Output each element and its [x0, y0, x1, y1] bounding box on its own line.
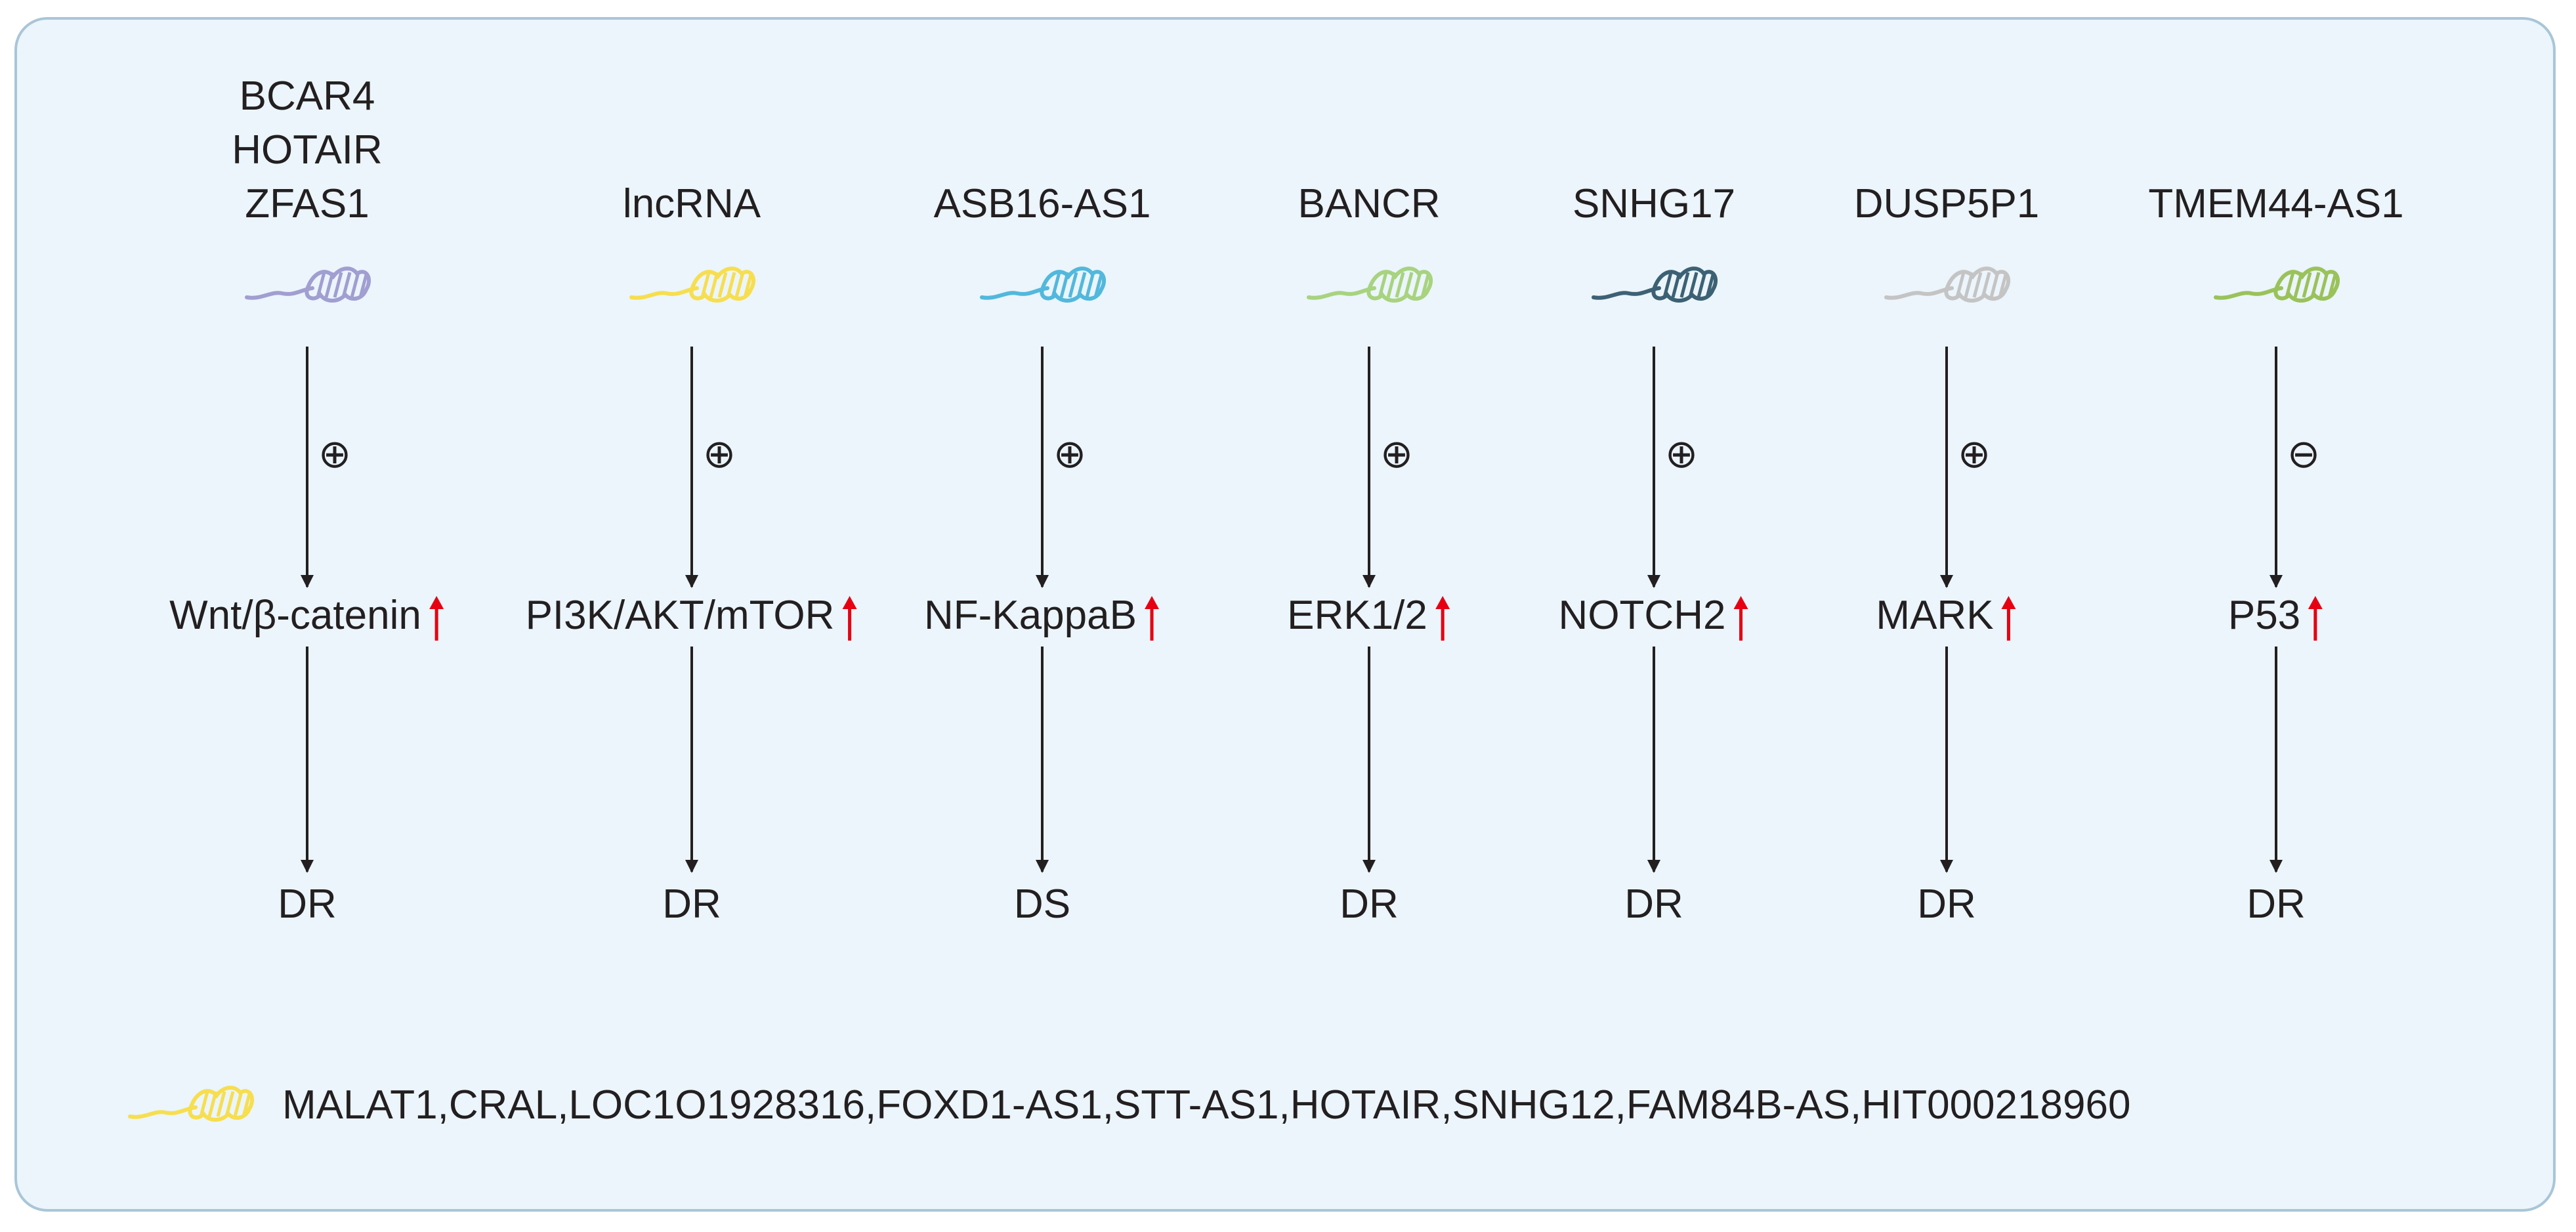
regulation-sign: ⊕ — [1380, 432, 1414, 476]
up-arrow-icon — [842, 595, 857, 641]
lncrna-icon — [629, 266, 755, 303]
lncrna-icon — [2214, 266, 2340, 303]
lncrna-icon — [128, 1086, 254, 1122]
regulation-sign: ⊕ — [318, 432, 352, 476]
pathway-label: NOTCH2 — [1559, 589, 1750, 642]
lncrna-icon — [1592, 266, 1718, 303]
lncrna-name: SNHG17 — [1572, 181, 1736, 226]
outcome-label: DR — [278, 882, 337, 927]
regulation-sign: ⊖ — [2287, 432, 2321, 476]
regulation-sign: ⊕ — [1664, 432, 1699, 476]
lncrna-name-stack: lncRNA — [623, 177, 761, 231]
pathway-label: PI3K/AKT/mTOR — [526, 589, 858, 642]
lncrna-icon — [245, 266, 371, 303]
lncrna-name: ZFAS1 — [245, 181, 370, 226]
lncrna-name-stack: DUSP5P1 — [1854, 177, 2040, 231]
pathway-name: P53 — [2228, 593, 2301, 638]
up-arrow-icon — [1435, 595, 1450, 641]
outcome-label: DR — [1340, 882, 1399, 927]
lncrna-icon — [1307, 266, 1433, 303]
lncrna-name-stack: TMEM44-AS1 — [2148, 177, 2403, 231]
lncrna-name-stack: SNHG17 — [1573, 177, 1735, 231]
pathway-label: MARK — [1876, 589, 2017, 642]
pathway-label: ERK1/2 — [1287, 589, 1451, 642]
lncrna-name: BANCR — [1298, 181, 1441, 226]
legend: MALAT1,CRAL,LOC1O1928316,FOXD1-AS1,STT-A… — [125, 1069, 2130, 1141]
outcome-label: DR — [662, 882, 721, 927]
pathway-label: P53 — [2228, 589, 2324, 642]
lncrna-name-stack: ASB16-AS1 — [934, 177, 1151, 231]
lncrna-name: HOTAIR — [232, 127, 383, 173]
pathway-name: NOTCH2 — [1558, 593, 1726, 638]
legend-text: MALAT1,CRAL,LOC1O1928316,FOXD1-AS1,STT-A… — [282, 1082, 2131, 1128]
outcome-label: DS — [1013, 882, 1071, 927]
up-arrow-icon — [1144, 595, 1159, 641]
lncrna-name: DUSP5P1 — [1853, 181, 2040, 226]
outcome-label: DR — [2247, 882, 2306, 927]
pathway-name: MARK — [1876, 593, 1994, 638]
outcome-label: DR — [1624, 882, 1683, 927]
regulation-sign: ⊕ — [1957, 432, 1991, 476]
up-arrow-icon — [1733, 595, 1748, 641]
up-arrow-icon — [2308, 595, 2323, 641]
pathway-name: PI3K/AKT/mTOR — [525, 593, 835, 638]
up-arrow-icon — [2001, 595, 2016, 641]
lncrna-name: ASB16-AS1 — [933, 181, 1151, 226]
pathway-name: Wnt/β-catenin — [169, 593, 421, 638]
lncrna-name-stack: BANCR — [1298, 177, 1440, 231]
lncrna-name: TMEM44-AS1 — [2148, 181, 2404, 226]
pathway-label: Wnt/β-catenin — [169, 589, 445, 642]
lncrna-name: lncRNA — [622, 181, 761, 226]
regulation-sign: ⊕ — [1053, 432, 1087, 476]
regulation-sign: ⊕ — [702, 432, 736, 476]
pathway-name: ERK1/2 — [1287, 593, 1427, 638]
pathway-label: NF-KappaB — [924, 589, 1160, 642]
up-arrow-icon — [429, 595, 444, 641]
pathway-name: NF-KappaB — [924, 593, 1137, 638]
outcome-label: DR — [1917, 882, 1976, 927]
lncrna-name: BCAR4 — [239, 74, 375, 119]
lncrna-icon — [980, 266, 1106, 303]
lncrna-icon — [1884, 266, 2010, 303]
